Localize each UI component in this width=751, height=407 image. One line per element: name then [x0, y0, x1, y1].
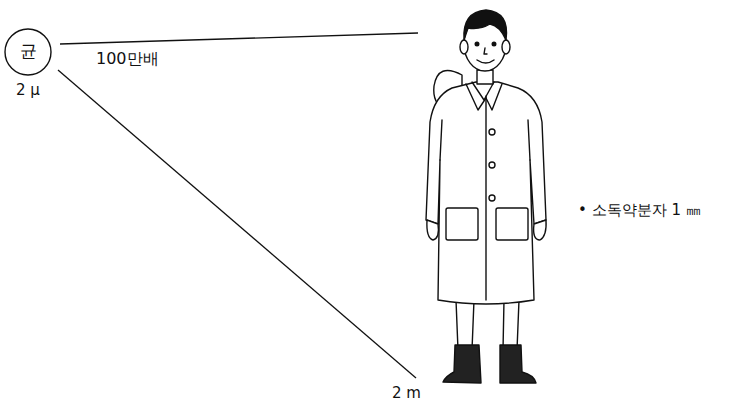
projection-line — [60, 33, 418, 44]
boy-figure — [426, 10, 546, 383]
annotation-label: • 소독약분자 1 ㎜ — [578, 202, 701, 219]
bacterium-circle: 균2 μ — [4, 28, 52, 76]
node-label: 균 — [20, 42, 37, 62]
annotation-label: 2 m — [392, 385, 421, 402]
projection-line — [58, 70, 416, 378]
size-caption: 2 μ — [16, 82, 40, 99]
annotation-label: 100만배 — [96, 50, 159, 68]
